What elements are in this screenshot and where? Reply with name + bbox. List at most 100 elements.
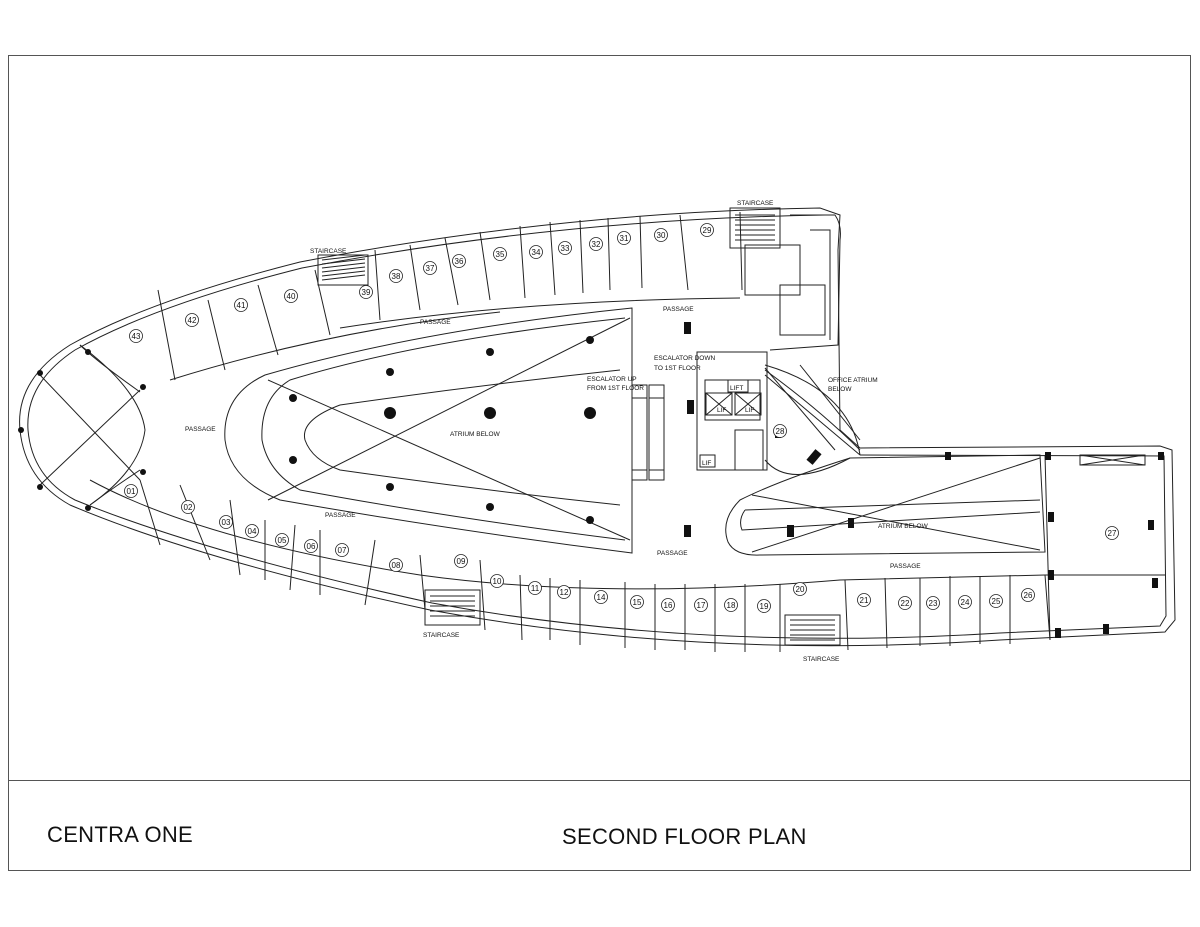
unit-31-marker [617,231,631,245]
sheet-title: SECOND FLOOR PLAN [562,824,807,849]
unit-06-number: 06 [307,542,316,551]
unit-11-number: 11 [531,584,540,593]
unit-32-number: 32 [592,240,601,249]
unit-22-marker [898,596,912,610]
unit-22-number: 22 [901,599,910,608]
unit-40-marker [284,289,298,303]
unit-18-number: 18 [727,601,736,610]
unit-30-number: 30 [657,231,666,240]
unit-17-number: 17 [697,601,706,610]
unit-10-number: 10 [493,577,502,586]
escalator-up-label-line1: ESCALATOR UP [587,376,637,383]
unit-09-number: 09 [457,557,466,566]
atrium-label-left: ATRIUM BELOW [450,431,501,438]
unit-21-number: 21 [860,596,869,605]
unit-01-marker [124,484,138,498]
unit-42-marker [185,313,199,327]
passage-label-top: PASSAGE [420,319,451,326]
unit-15-marker [630,595,644,609]
outer-wall [19,207,1176,647]
unit-34-number: 34 [532,248,541,257]
unit-09-marker [454,554,468,568]
escalator-up-label-line2: FROM 1ST FLOOR [587,385,644,392]
unit-08-number: 08 [392,561,401,570]
unit-38-marker [389,269,403,283]
unit-35-number: 35 [496,250,505,259]
unit-37-marker [423,261,437,275]
unit-33-number: 33 [561,244,570,253]
unit-29-number: 29 [703,226,712,235]
unit-06-marker [304,539,318,553]
unit-43-marker [129,329,143,343]
unit-08-marker [389,558,403,572]
unit-19-number: 19 [760,602,769,611]
unit-31-number: 31 [620,234,629,243]
unit-02-marker [181,500,195,514]
unit-04-marker [245,524,259,538]
unit-27-marker [1105,526,1119,540]
unit-04-number: 04 [248,527,257,536]
unit-17-marker [694,598,708,612]
unit-26-number: 26 [1024,591,1033,600]
unit-42-number: 42 [188,316,197,325]
drawing-frame [8,55,1191,871]
atrium-left-outline [224,307,633,554]
unit-07-marker [335,543,349,557]
lift-label: LIFT [730,385,743,392]
unit-20-marker [793,582,807,596]
unit-28-marker [773,424,787,438]
staircase-label-top-right: STAIRCASE [737,200,774,207]
unit-21-marker [857,593,871,607]
unit-14-marker [594,590,608,604]
unit-25-marker [989,594,1003,608]
unit-23-number: 23 [929,599,938,608]
unit-23-marker [926,596,940,610]
unit-39-number: 39 [362,288,371,297]
passage-label-center: PASSAGE [657,550,688,557]
unit-39-marker [359,285,373,299]
unit-41-number: 41 [237,301,246,310]
staircase-bottom-left [424,589,481,626]
unit-37-number: 37 [426,264,435,273]
lift-label-b: LIF [745,407,754,414]
unit-03-marker [219,515,233,529]
unit-15-number: 15 [633,598,642,607]
unit-16-number: 16 [664,601,673,610]
unit-43-number: 43 [132,332,141,341]
passage-label-right: PASSAGE [890,563,921,570]
staircase-top-right [729,207,781,249]
staircase-label-bottom-right: STAIRCASE [803,656,840,663]
unit-24-number: 24 [961,598,970,607]
escalator-down-label-line1: ESCALATOR DOWN [654,355,715,362]
unit-38-number: 38 [392,272,401,281]
unit-07-number: 07 [338,546,347,555]
unit-03-number: 03 [222,518,231,527]
staircase-top-left [317,254,369,286]
outer-wall-inner [27,214,1167,639]
lift-label-c: LIF [702,460,711,467]
unit-25-number: 25 [992,597,1001,606]
staircase-label-top-left: STAIRCASE [310,248,347,255]
atrium-right-outline [725,454,1046,556]
atrium-label-right: ATRIUM BELOW [878,523,929,530]
unit-12-marker [557,585,571,599]
unit-05-marker [275,533,289,547]
passage-label-left: PASSAGE [185,426,216,433]
unit-18-marker [724,598,738,612]
title-block-divider [8,780,1191,781]
unit-33-marker [558,241,572,255]
unit-05-number: 05 [278,536,287,545]
unit-34-marker [529,245,543,259]
unit-27-number: 27 [1108,529,1117,538]
staircase-bottom-right [784,614,841,646]
unit-41-marker [234,298,248,312]
unit-26-marker [1021,588,1035,602]
unit-36-number: 36 [455,257,464,266]
unit-12-number: 12 [560,588,569,597]
unit-36-marker [452,254,466,268]
unit-35-marker [493,247,507,261]
unit-10-marker [490,574,504,588]
unit-40-number: 40 [287,292,296,301]
